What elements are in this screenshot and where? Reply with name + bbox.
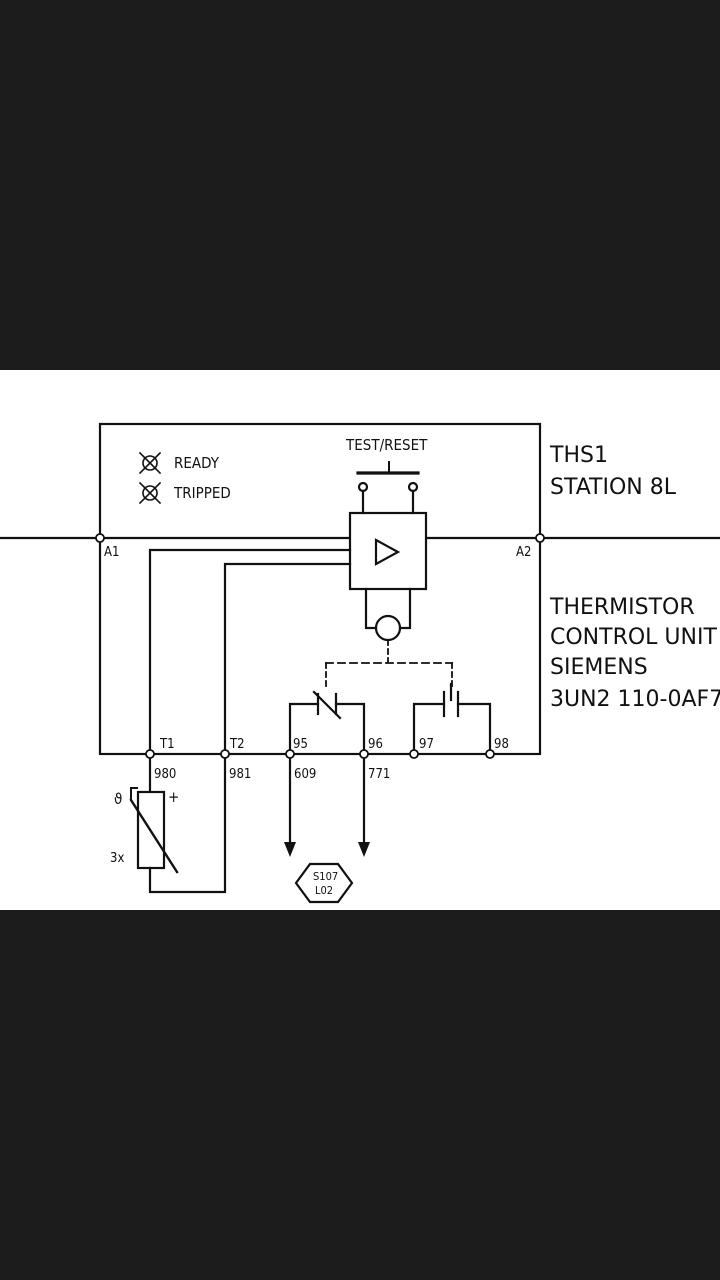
theta-symbol: ϑ xyxy=(114,790,122,808)
description-line-1: THERMISTOR xyxy=(549,595,695,620)
schematic-sheet: READY TRIPPED TEST/RESET THS1 STATION 8L… xyxy=(0,370,720,910)
terminal-t2-label: T2 xyxy=(229,737,245,752)
amplifier-triangle-icon xyxy=(374,538,401,566)
terminal-98 xyxy=(485,749,495,759)
device-id-label: THS1 xyxy=(549,443,608,468)
terminal-a1-label: A1 xyxy=(104,545,119,560)
button-contact-right xyxy=(407,481,419,493)
terminal-96 xyxy=(359,749,369,759)
arrow-down-icon xyxy=(358,842,370,857)
tripped-label: TRIPPED xyxy=(173,484,231,502)
terminal-a2-label: A2 xyxy=(516,545,531,560)
terminal-97 xyxy=(409,749,419,759)
amplifier-block xyxy=(348,511,428,591)
sensor-count-label: 3x xyxy=(110,851,124,866)
sensor-plus-label: + xyxy=(168,788,179,806)
ready-label: READY xyxy=(174,454,220,472)
ready-lamp-icon xyxy=(138,451,162,475)
terminal-t1 xyxy=(145,749,155,759)
terminal-a1 xyxy=(95,533,105,543)
terminal-98-label: 98 xyxy=(494,737,509,752)
station-label: STATION 8L xyxy=(550,475,677,500)
wire-sensor-return xyxy=(148,752,227,894)
button-contact-left xyxy=(357,481,369,493)
wire-t1 xyxy=(148,548,352,756)
description-line-2: CONTROL UNIT xyxy=(550,625,717,650)
terminal-97-label: 97 xyxy=(419,737,434,752)
contact-95-96 xyxy=(288,702,320,756)
terminal-96-label: 96 xyxy=(368,737,383,752)
wire-981-label: 981 xyxy=(229,767,251,782)
wire-771-label: 771 xyxy=(368,767,390,782)
terminal-t1-label: T1 xyxy=(159,737,175,752)
relay-coil-icon xyxy=(374,614,402,642)
wire-t2 xyxy=(223,562,352,756)
arrow-down-icon xyxy=(284,842,296,857)
contact-97-98 xyxy=(412,702,446,756)
terminal-95 xyxy=(285,749,295,759)
device-enclosure xyxy=(98,422,542,756)
terminal-95-label: 95 xyxy=(293,737,308,752)
reference-tag-line-1: S107 xyxy=(313,870,338,883)
tripped-lamp-icon xyxy=(138,481,162,505)
reference-tag-line-2: L02 xyxy=(315,884,333,897)
description-line-4: 3UN2 110-0AF7 xyxy=(550,687,720,712)
terminal-a2 xyxy=(535,533,545,543)
thermistor-schematic: READY TRIPPED TEST/RESET THS1 STATION 8L… xyxy=(0,422,720,904)
description-line-3: SIEMENS xyxy=(550,655,648,680)
reference-tag xyxy=(294,862,354,904)
wire-980-label: 980 xyxy=(154,767,176,782)
wire-609-label: 609 xyxy=(294,767,316,782)
terminal-t2 xyxy=(220,749,230,759)
test-reset-label: TEST/RESET xyxy=(345,436,428,454)
